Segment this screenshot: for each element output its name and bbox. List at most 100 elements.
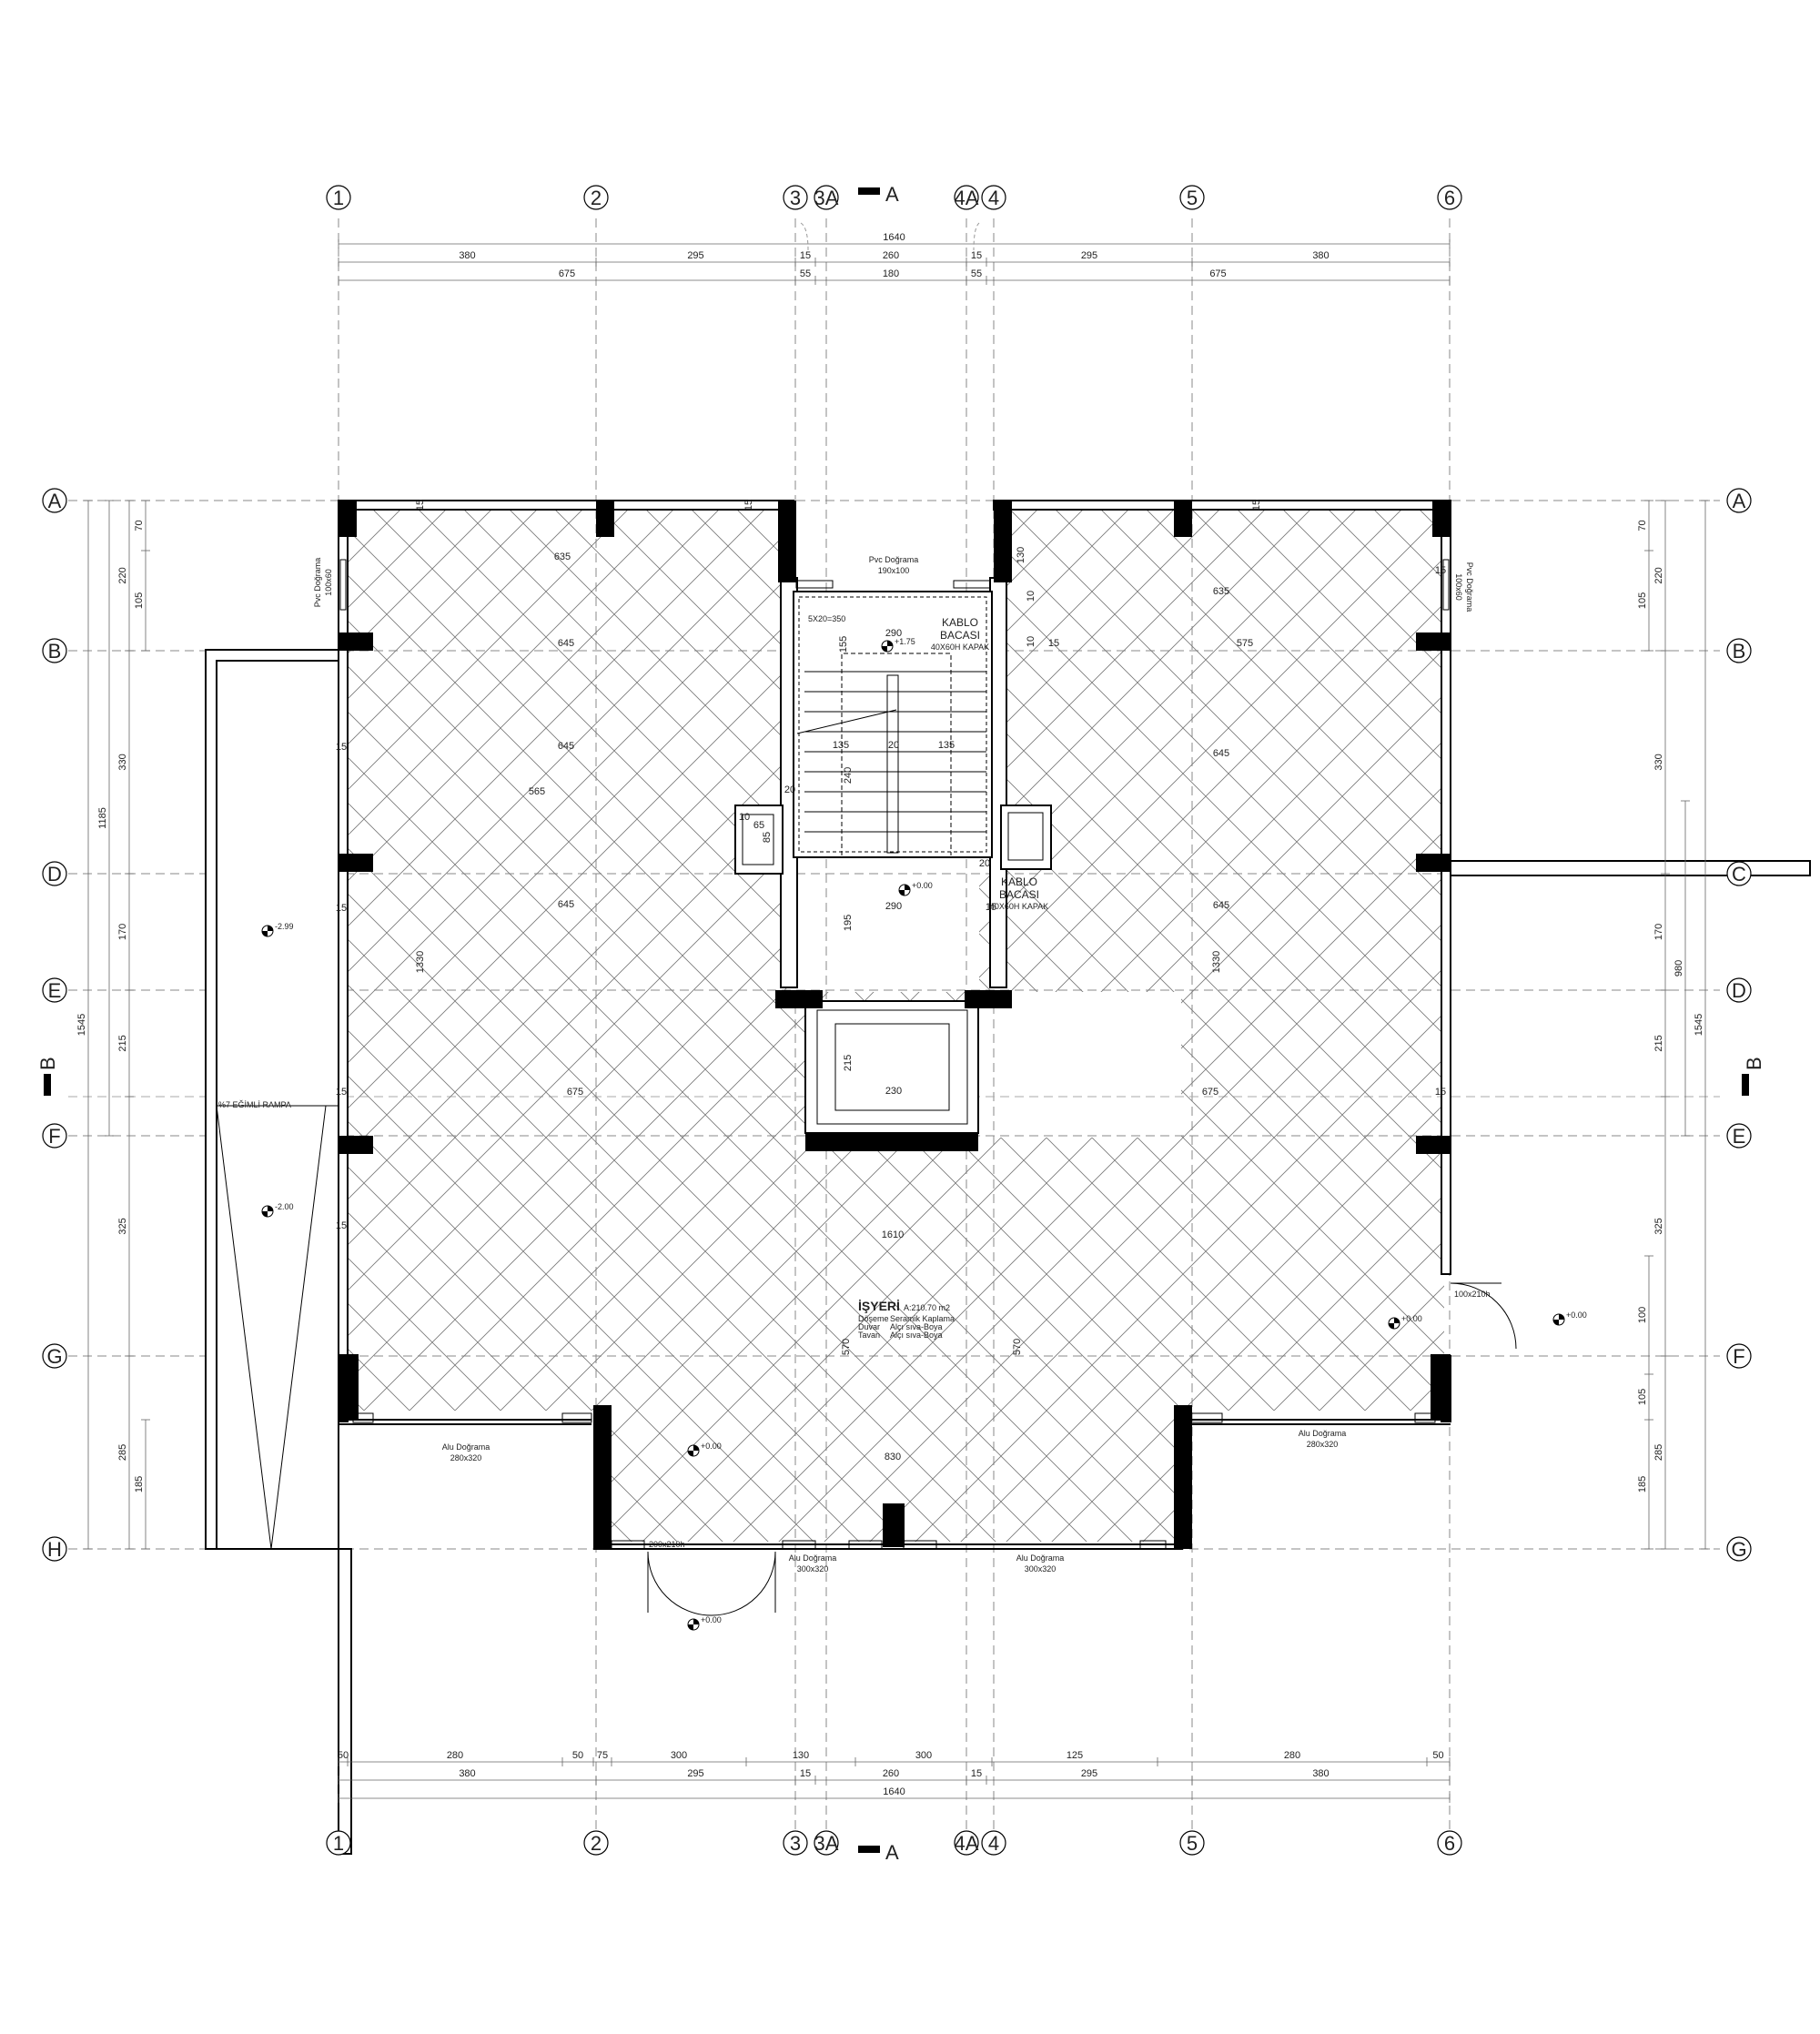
dim-right-inner-value-2: 170 — [1653, 924, 1664, 940]
level-marker-5-fill — [1389, 1318, 1400, 1329]
interior-dim-17: 290 — [885, 628, 902, 639]
interior-dim-3: 565 — [529, 786, 545, 797]
interior-dim-12: 1330 — [1211, 951, 1222, 973]
dim-left-inner-value-0: 220 — [117, 567, 128, 583]
interior-dim-28: 65 — [753, 820, 764, 831]
grid-bubble-bottom-3: 3 — [790, 1832, 801, 1855]
grid-bubble-top-3A: 3A — [814, 187, 839, 209]
alu-bottom-2-label: Alu Doğrama — [1016, 1553, 1065, 1563]
grid-bubble-right-A: A — [1733, 490, 1746, 512]
interior-dim-29: 85 — [762, 832, 773, 843]
section-marker-b-right: B — [1743, 1057, 1765, 1070]
cable-shaft-1-line1: KABLO — [942, 616, 978, 629]
window-left-label: Pvc Doğrama — [313, 558, 322, 608]
dim-bottom-row2-value-1: 295 — [687, 1768, 703, 1779]
dim-bottom-row1-value-8: 280 — [1284, 1750, 1300, 1761]
section-marker-a-bottom: A — [885, 1841, 899, 1864]
interior-dim-21: 20 — [888, 740, 899, 751]
level-marker-1-value: +0.00 — [912, 881, 933, 890]
grid-bubble-right-E-circle — [1726, 1123, 1752, 1149]
interior-dim-37: 15 — [743, 500, 754, 511]
dim-left-small-top-value-1: 105 — [134, 592, 145, 609]
finish-row-3-key: Tavan — [858, 1331, 880, 1340]
interior-dim-8: 575 — [1237, 638, 1253, 649]
grid-bubble-top-3: 3 — [790, 187, 801, 209]
dim-bottom-row2-value-4: 15 — [971, 1768, 982, 1779]
dim-top-row2-value-4: 675 — [1209, 268, 1226, 279]
grid-bubble-left-E-circle — [42, 977, 67, 1003]
dim-right-small-bottom-value-0: 100 — [1637, 1307, 1648, 1323]
dim-bottom-row2-value-6: 380 — [1312, 1768, 1329, 1779]
alu-bottom-1-size: 300x320 — [797, 1564, 829, 1574]
level-marker-4-value: +0.00 — [701, 1442, 722, 1451]
grid-bubble-bottom-3-circle — [783, 1830, 808, 1856]
dim-left-mid-value-0: 1185 — [97, 807, 108, 829]
finish-row-3-value: Alçı sıva-Boya — [890, 1331, 943, 1340]
interior-dim-14: 570 — [841, 1339, 852, 1355]
section-marker-b-left: B — [36, 1057, 59, 1070]
interior-dim-5: 675 — [567, 1087, 583, 1098]
grid-bubble-right-F: F — [1733, 1345, 1744, 1368]
interior-dim-15: 570 — [1012, 1339, 1023, 1355]
room-name: İŞYERİ — [858, 1299, 900, 1313]
interior-dim-20: 135 — [938, 740, 955, 751]
dim-bottom-row1-value-9: 50 — [1432, 1750, 1443, 1761]
dim-right-inner-value-1: 330 — [1653, 754, 1664, 770]
dim-bottom-row2-value-5: 295 — [1081, 1768, 1097, 1779]
dim-bottom-row1-value-5: 130 — [793, 1750, 809, 1761]
grid-bubble-right-C: C — [1732, 863, 1746, 885]
grid-bubble-right-B: B — [1733, 640, 1746, 663]
interior-dim-6: 1330 — [415, 951, 426, 973]
dim-left-small-bottom-value-0: 185 — [134, 1476, 145, 1493]
dim-bottom-row1-value-4: 300 — [671, 1750, 687, 1761]
section-marker-a-top: A — [885, 183, 899, 206]
grid-bubble-bottom-4: 4 — [988, 1832, 999, 1855]
grid-bubble-top-2-circle — [583, 185, 609, 210]
cable-shaft-2-line2: BACASI — [999, 888, 1039, 901]
grid-bubble-bottom-4A-circle — [954, 1830, 979, 1856]
dim-top-row2-value-1: 55 — [800, 268, 811, 279]
finish-row-1-key: Döşeme — [858, 1314, 889, 1323]
interior-dim-23: 240 — [843, 767, 854, 784]
cable-shaft-1-line2: BACASI — [940, 629, 980, 642]
cable-shaft-2-line1: KABLO — [1001, 875, 1037, 888]
interior-dim-32: 130 — [1016, 547, 1026, 563]
grid-bubble-right-F-circle — [1726, 1343, 1752, 1369]
interior-dim-1: 645 — [558, 638, 574, 649]
grid-bubble-left-G-circle — [42, 1343, 67, 1369]
grid-bubble-right-E: E — [1733, 1125, 1746, 1148]
interior-dim-31: 20 — [979, 858, 990, 869]
grid-bubble-top-1-circle — [326, 185, 351, 210]
alu-bottom-1-label: Alu Doğrama — [789, 1553, 837, 1563]
interior-dim-0: 635 — [554, 552, 571, 562]
interior-dim-30: 20 — [784, 784, 795, 795]
interior-dim-4: 645 — [558, 899, 574, 910]
grid-bubble-bottom-1: 1 — [333, 1832, 344, 1855]
dim-bottom-row2-value-0: 380 — [459, 1768, 475, 1779]
grid-bubble-right-A-circle — [1726, 488, 1752, 513]
dim-left-inner-value-4: 325 — [117, 1218, 128, 1234]
grid-bubble-bottom-2: 2 — [591, 1832, 602, 1855]
grid-bubble-top-4A-circle — [954, 185, 979, 210]
interior-dim-25: 215 — [843, 1055, 854, 1071]
interior-dim-42: 15 — [336, 1220, 347, 1231]
grid-bubble-left-D-circle — [42, 861, 67, 886]
grid-bubble-top-4-circle — [981, 185, 1006, 210]
window-right-label: Pvc Doğrama — [1465, 562, 1474, 612]
level-marker-2-value: -2.99 — [275, 922, 294, 931]
dim-top-row1-value-0: 380 — [459, 250, 475, 261]
grid-bubble-left-A: A — [48, 490, 62, 512]
dim-right-inner-value-3: 215 — [1653, 1035, 1664, 1051]
grid-bubble-left-G: G — [46, 1345, 62, 1368]
dim-left-inner-value-3: 215 — [117, 1035, 128, 1051]
interior-dim-27: 10 — [739, 812, 750, 823]
dim-top-row1-value-3: 260 — [883, 250, 899, 261]
interior-dim-35: 15 — [1048, 638, 1059, 649]
dim-bottom-row1-value-7: 125 — [1067, 1750, 1083, 1761]
grid-bubble-bottom-5: 5 — [1187, 1832, 1198, 1855]
grid-bubble-left-E: E — [48, 979, 62, 1002]
interior-dim-41: 15 — [336, 1087, 347, 1098]
grid-bubble-link-4a — [973, 222, 980, 251]
dim-bottom-row1-value-3: 75 — [597, 1750, 608, 1761]
